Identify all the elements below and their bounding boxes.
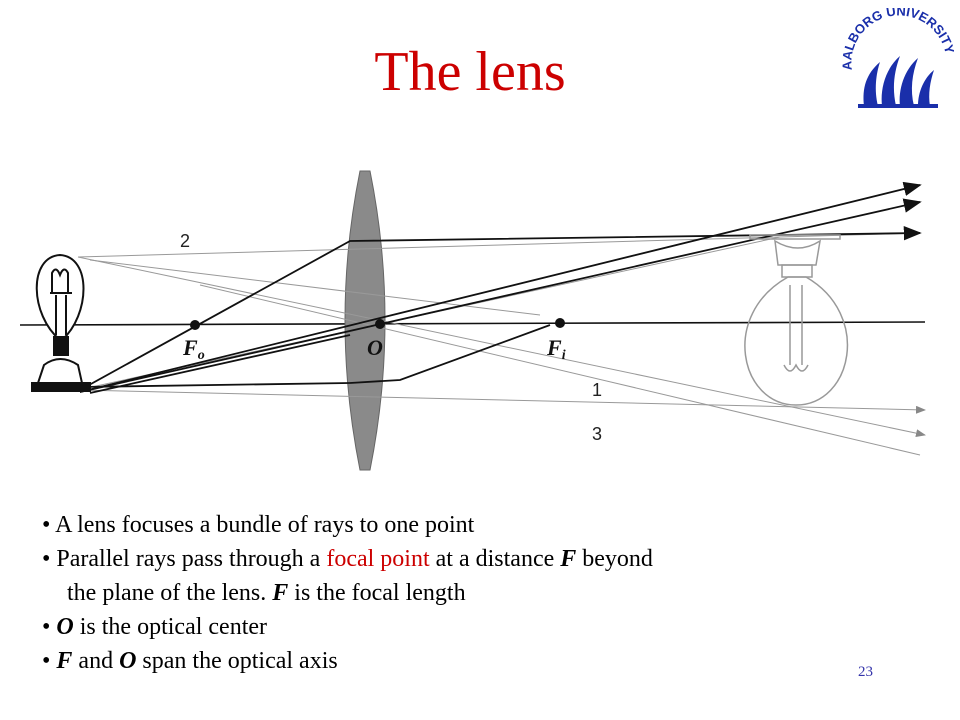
convex-lens [344, 170, 386, 471]
bullet-line: • A lens focuses a bundle of rays to one… [42, 508, 902, 542]
focal-point-object-dot [190, 320, 200, 330]
bullet-text-segment: is the focal length [288, 580, 466, 606]
slide-title: The lens [374, 41, 566, 103]
bullet-text-segment: • [42, 648, 57, 674]
label-optical-center: O [367, 335, 383, 360]
object-light-bulb [31, 253, 91, 392]
ray-dark-2 [79, 181, 922, 393]
bullet-text-segment: beyond [576, 546, 653, 572]
ray-gray-2 [77, 232, 921, 258]
lens-ray-diagram: 2 1 3 Fo O Fi [20, 170, 926, 471]
bullet-text-segment: F [272, 580, 289, 606]
bullet-text-segment: span the optical axis [136, 648, 338, 674]
label-focal-object-main: F [182, 335, 198, 360]
bullet-text-segment: • [42, 614, 57, 640]
ray-gray-1 [77, 256, 926, 438]
page-number: 23 [858, 664, 873, 680]
label-focal-object-sub: o [198, 348, 205, 363]
bullet-text-segment: at a distance [429, 546, 561, 572]
bullet-line: • F and O span the optical axis [42, 644, 902, 678]
bullet-text-segment: is the optical center [73, 614, 268, 640]
ray-dark-6 [79, 382, 351, 388]
bullet-text-segment: focal point [326, 546, 430, 572]
bullet-text-segment: O [56, 614, 74, 640]
focal-point-image-dot [555, 318, 565, 328]
label-focal-object: Fo [182, 335, 205, 363]
ray-dark-1 [79, 226, 922, 391]
bullet-text-segment: F [56, 648, 73, 674]
bullet-text-segment: and [72, 648, 120, 674]
optical-center-dot [375, 319, 385, 329]
ray-dark-5 [349, 324, 551, 384]
label-focal-image-sub: i [562, 348, 566, 363]
label-ray-3: 3 [592, 424, 602, 444]
ray-dark-3 [79, 198, 922, 393]
bullet-text-segment: • A lens focuses a bundle of rays to one… [42, 512, 475, 538]
label-focal-image-main: F [546, 335, 562, 360]
label-focal-image: Fi [546, 335, 566, 363]
bullet-text-segment: O [119, 648, 137, 674]
bullet-text-segment: the plane of the lens. [67, 580, 273, 606]
bullet-text-segment: • Parallel rays pass through a [42, 546, 327, 572]
bullet-list: • A lens focuses a bundle of rays to one… [42, 508, 902, 678]
optical-axis [20, 321, 926, 326]
ray-gray-4 [77, 389, 926, 414]
label-ray-1: 1 [592, 380, 602, 400]
bullet-line: • Parallel rays pass through a focal poi… [42, 542, 902, 576]
aalborg-university-logo: AALBORG UNIVERSITY [839, 8, 954, 108]
bullet-line: • O is the optical center [42, 610, 902, 644]
ray-gray-6 [199, 284, 921, 456]
bullet-text-segment: F [560, 546, 577, 572]
bullet-line: the plane of the lens. F is the focal le… [42, 576, 902, 610]
image-light-bulb [744, 234, 849, 406]
ray-dark-4 [89, 334, 351, 394]
label-ray-2: 2 [180, 231, 190, 251]
